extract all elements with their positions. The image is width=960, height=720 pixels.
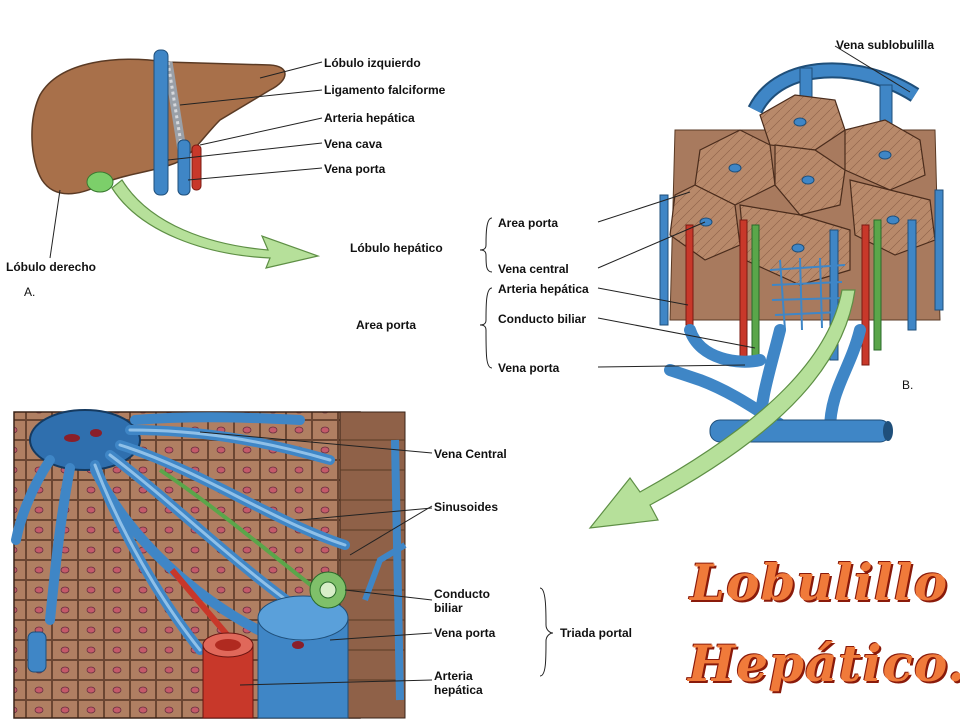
panel-a-leaders	[49, 61, 323, 259]
label-area-porta: Area porta	[356, 318, 417, 332]
panel-c-tissue	[11, 409, 554, 719]
label-conducto-biliar-c-2: biliar	[434, 601, 463, 615]
label-vena-porta-c: Vena porta	[434, 626, 496, 640]
label-arteria-hepatica-a: Arteria hepática	[324, 111, 415, 125]
label-arteria-hepatica-b: Arteria hepática	[498, 282, 589, 296]
arrow-b-to-c	[588, 289, 856, 529]
arrow-a-to-b	[111, 179, 321, 269]
label-arteria-hepatica-c-2: hepática	[434, 683, 483, 697]
sinusoid-mesh	[769, 257, 846, 331]
portal-vein-branches	[664, 324, 866, 436]
label-lobulo-hepatico: Lóbulo hepático	[350, 241, 443, 255]
label-area-porta-top: Area porta	[498, 216, 559, 230]
vena-porta-vessel	[177, 139, 191, 196]
label-ligamento-falciforme: Ligamento falciforme	[324, 83, 446, 97]
hepatic-artery-cylinder	[169, 568, 254, 719]
panel-b-leaders	[479, 45, 911, 369]
label-vena-sublobulilla: Vena sublobulilla	[836, 38, 935, 52]
label-arteria-hepatica-c-1: Arteria	[434, 669, 473, 683]
label-vena-central-b: Vena central	[498, 262, 569, 276]
title-line-2: Hepático.	[688, 634, 960, 693]
label-vena-porta-b: Vena porta	[498, 361, 560, 375]
central-veins-top	[699, 117, 900, 253]
label-lobulo-izquierdo: Lóbulo izquierdo	[324, 56, 421, 70]
label-lobulo-derecho: Lóbulo derecho	[6, 260, 96, 274]
small-vessel	[27, 631, 47, 673]
label-vena-cava: Vena cava	[324, 137, 383, 151]
label-panel-b: B.	[902, 378, 914, 392]
panel-b-lobule-block	[479, 45, 944, 529]
label-vena-porta-a: Vena porta	[324, 162, 386, 176]
portal-vein-cylinder	[257, 595, 349, 719]
gallbladder	[86, 171, 114, 193]
label-panel-a: A.	[24, 285, 36, 299]
vena-cava-vessel	[153, 49, 169, 196]
label-vena-central-c: Vena Central	[434, 447, 507, 461]
label-triada-portal: Triada portal	[560, 626, 633, 640]
title-line-1: Lobulillo	[690, 553, 949, 612]
panel-c-leaders	[199, 431, 554, 686]
label-sinusoides: Sinusoides	[434, 500, 499, 514]
panel-a-liver	[31, 49, 323, 269]
bile-duct-cylinder	[309, 571, 347, 609]
label-conducto-biliar-c-1: Conducto	[434, 587, 490, 601]
arteria-hepatica-vessel	[191, 144, 202, 191]
label-conducto-biliar-b: Conducto biliar	[498, 312, 586, 326]
side-vessels	[659, 189, 944, 366]
